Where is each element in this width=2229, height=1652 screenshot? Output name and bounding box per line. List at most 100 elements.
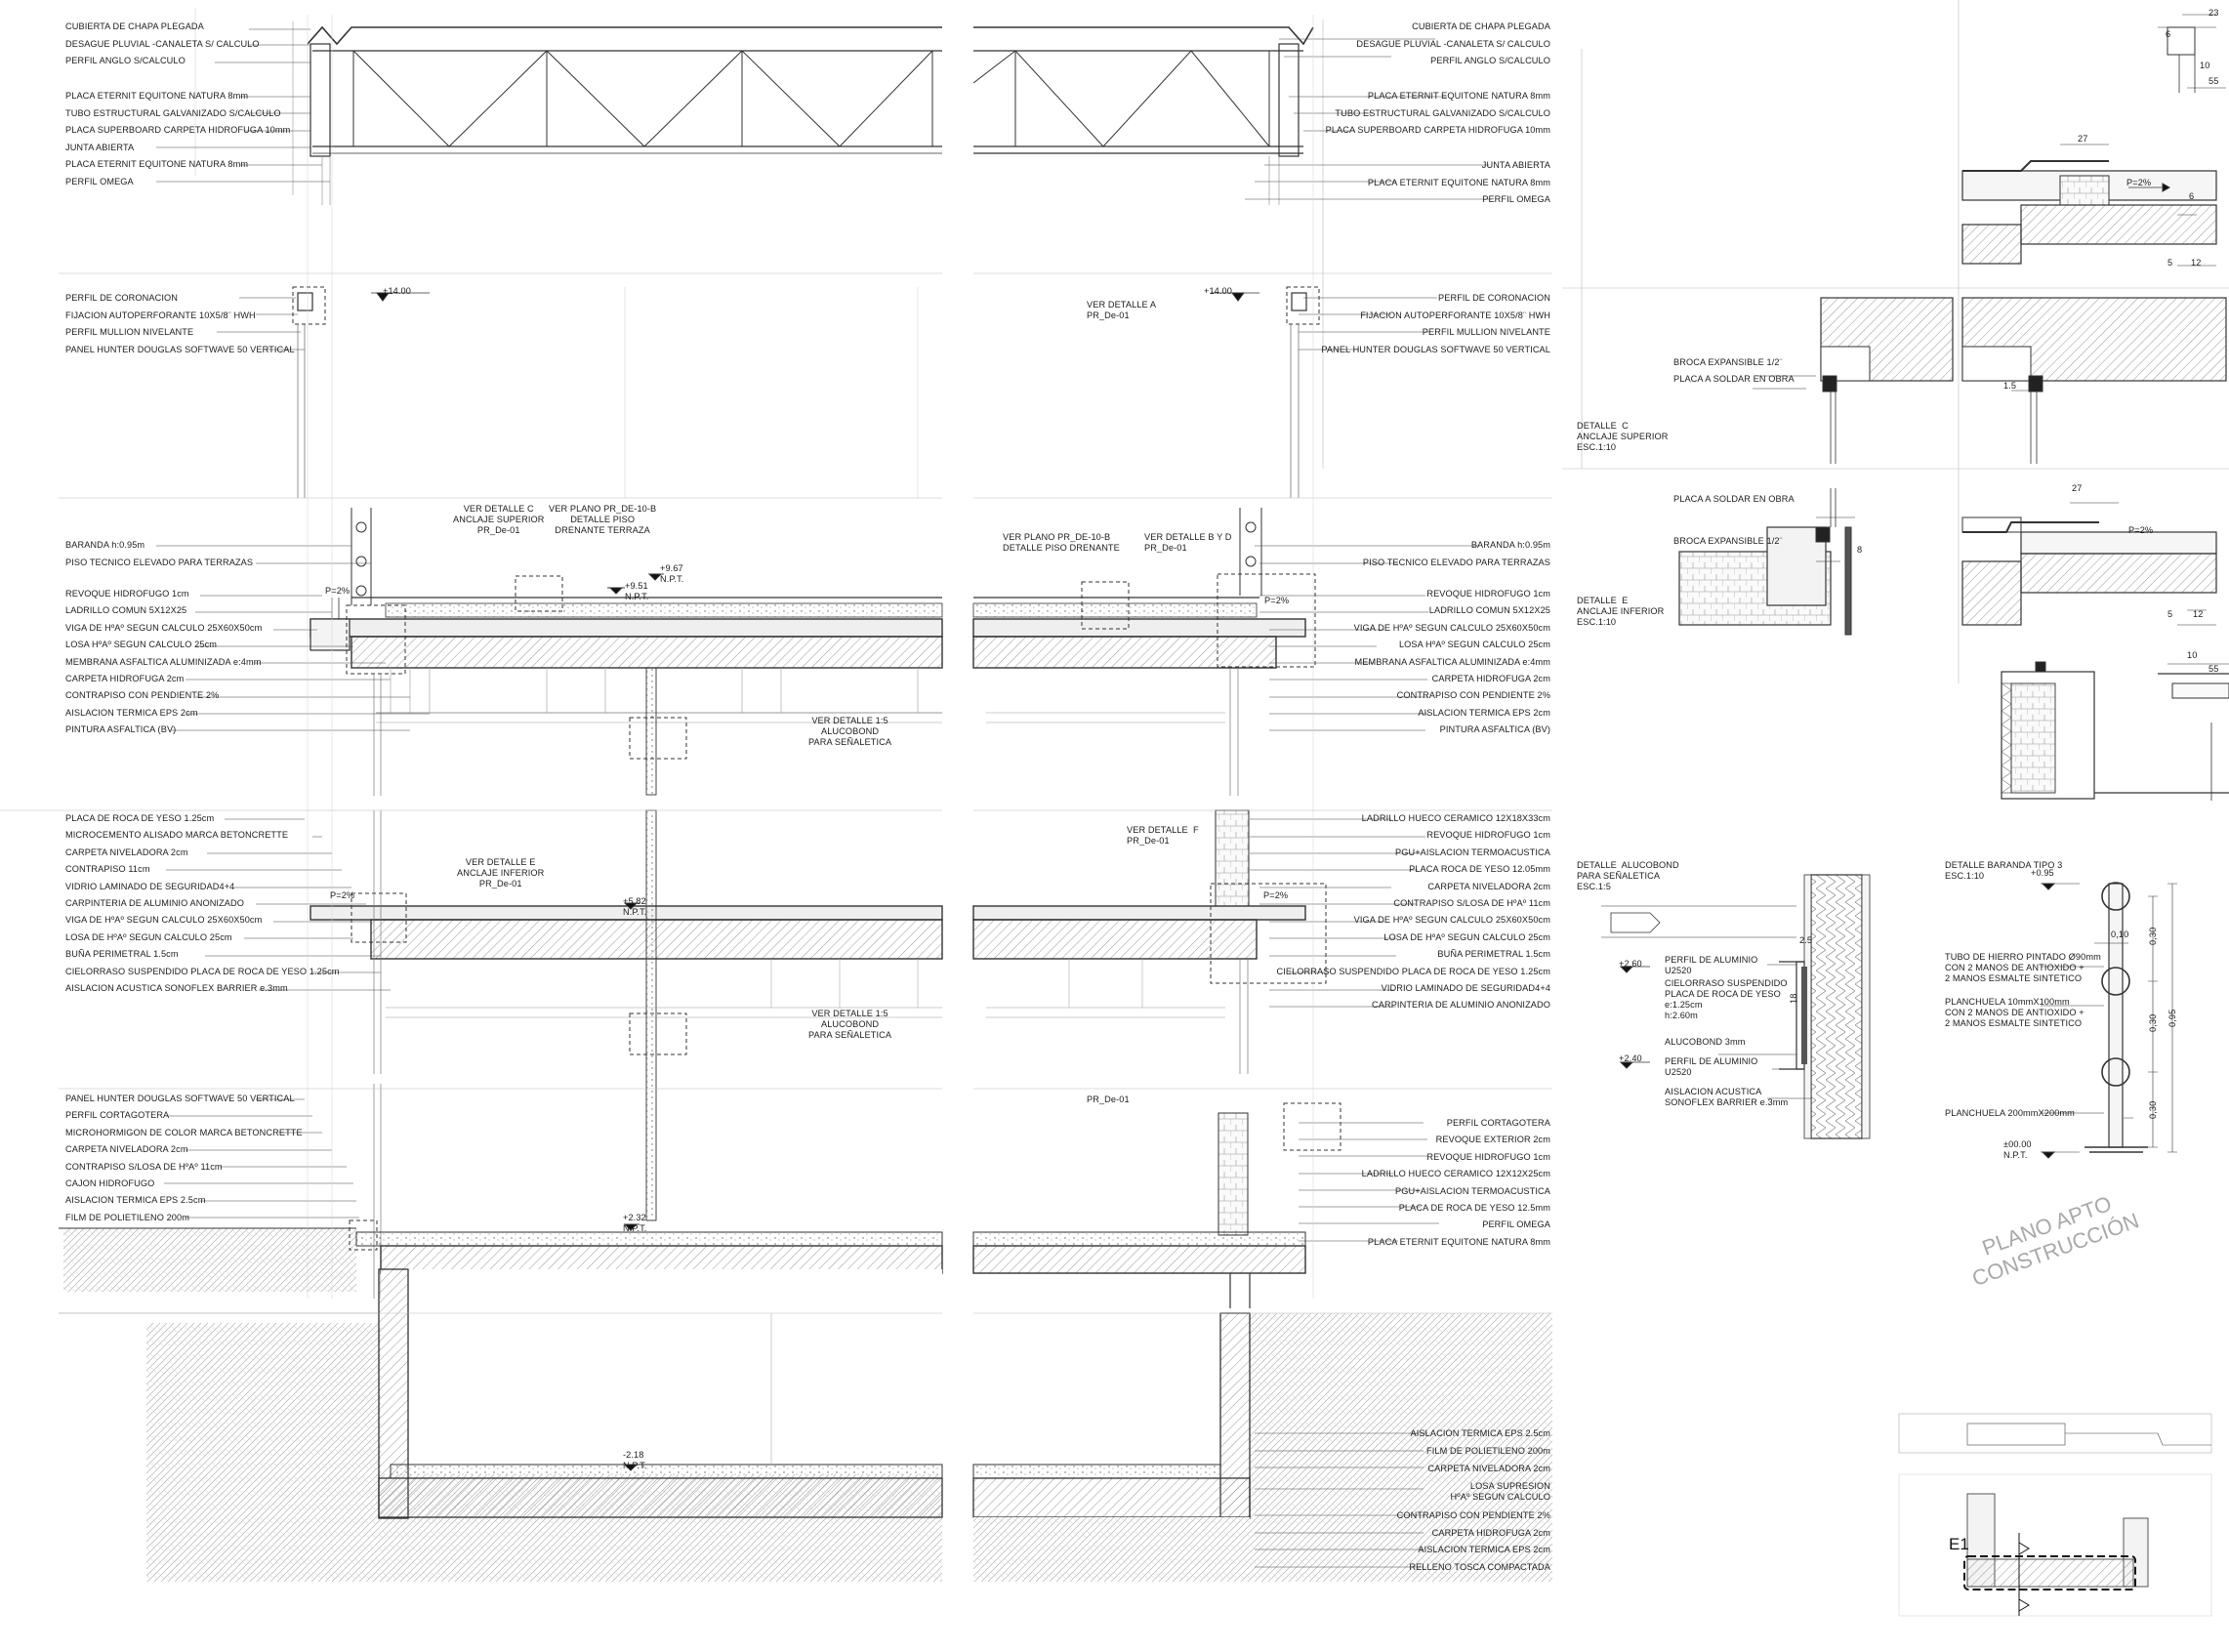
dimension: 1.5 xyxy=(2003,381,2017,391)
crown-label: PERFIL MULLION NIVELANTE xyxy=(1422,327,1550,337)
detail-title: DETALLE ALUCOBOND PARA SEÑALETICA ESC.1:… xyxy=(1577,860,1679,891)
detail-reference: VER DETALLE B Y D PR_De-01 xyxy=(1144,532,1232,553)
floor-label: VIDRIO LAMINADO DE SEGURIDAD4+4 xyxy=(65,881,235,891)
detail-e-label: BROCA EXPANSIBLE 1/2¨ xyxy=(1673,536,1783,546)
key-plan xyxy=(1898,1413,2212,1617)
dimension: 5 xyxy=(2167,609,2173,619)
base-label: CARPETA HIDROFUGA 2cm xyxy=(1431,1528,1550,1538)
crown-label: FIJACION AUTOPERFORANTE 10X5/8¨ HWH xyxy=(1360,310,1550,320)
roof-label: TUBO ESTRUCTURAL GALVANIZADO S/CALCULO xyxy=(1335,107,1550,118)
roof-label: PERFIL ANGLO S/CALCULO xyxy=(65,56,186,65)
dimension: 12 xyxy=(2193,609,2204,619)
floor-label: AISLACION ACUSTICA SONOFLEX BARRIER e.3m… xyxy=(65,983,288,993)
ground-label: PGU+AISLACION TERMOACUSTICA xyxy=(1394,1185,1550,1196)
level-mark: +9.67 N.P.T. xyxy=(660,563,684,584)
detail-reference: VER DETALLE F PR_De-01 xyxy=(1127,825,1199,846)
dimension: 0,10 xyxy=(2111,929,2129,939)
floor-label: CARPINTERIA DE ALUMINIO ANONIZADO xyxy=(1372,1000,1550,1011)
terrace-label: AISLACION TERMICA EPS 2cm xyxy=(65,707,198,718)
level-mark: ±00.00 N.P.T. xyxy=(2003,1139,2032,1160)
crown-label: FIJACION AUTOPERFORANTE 10X5/8¨ HWH xyxy=(65,310,256,320)
slope-mark: P=2% xyxy=(330,890,355,900)
dimension: 12 xyxy=(2191,258,2202,268)
baranda-label: PLANCHUELA 200mmX200mm xyxy=(1945,1108,2075,1118)
ground-label: PLACA ETERNIT EQUITONE NATURA 8mm xyxy=(1367,1236,1550,1247)
detail-c-label: BROCA EXPANSIBLE 1/2¨ xyxy=(1673,357,1783,367)
roof-label: PLACA SUPERBOARD CARPETA HIDROFUGA 10mm xyxy=(65,125,291,135)
dimension: 6 xyxy=(2189,191,2195,201)
floor-label: VIDRIO LAMINADO DE SEGURIDAD4+4 xyxy=(1381,983,1550,993)
alucobond-label: PERFIL DE ALUMINIO U2520 xyxy=(1665,955,1758,975)
crown-right xyxy=(1211,286,1320,498)
roof-label: JUNTA ABIERTA xyxy=(65,142,135,152)
terrace-label: CONTRAPISO CON PENDIENTE 2% xyxy=(1396,690,1550,701)
floor-label: CARPETA NIVELADORA 2cm xyxy=(65,847,188,857)
ground-label: CAJON HIDROFUGO xyxy=(65,1178,155,1188)
detail-title: DETALLE C ANCLAJE SUPERIOR ESC.1:10 xyxy=(1577,421,1669,452)
dimension: 0,95 xyxy=(2167,1009,2177,1027)
detail-reference: VER DETALLE E ANCLAJE INFERIOR PR_De-01 xyxy=(457,857,545,888)
ground-label: REVOQUE HIDROFUGO 1cm xyxy=(1426,1151,1550,1162)
roof-truss-left xyxy=(194,8,942,205)
dimension: 8 xyxy=(1857,545,1863,555)
mid-slab-right xyxy=(972,809,1327,1074)
detail-top-small xyxy=(2158,14,2226,93)
dimension: 0,30 xyxy=(2148,1100,2158,1119)
ground-label: MICROHORMIGON DE COLOR MARCA BETONCRETTE xyxy=(65,1127,303,1137)
roof-label: PLACA ETERNIT EQUITONE NATURA 8mm xyxy=(65,159,249,169)
crown-label: PANEL HUNTER DOUGLAS SOFTWAVE 50 VERTICA… xyxy=(1321,344,1550,354)
floor-label: LOSA DE HºAº SEGUN CALCULO 25cm xyxy=(65,931,232,942)
detail-c-label: PLACA A SOLDAR EN OBRA xyxy=(1673,374,1795,384)
basement-right xyxy=(972,1312,1552,1582)
dimension: 23 xyxy=(2208,8,2219,18)
floor-label: CONTRAPISO 11cm xyxy=(65,864,150,875)
dimension: 10 xyxy=(2200,61,2210,70)
terrace-slab-right xyxy=(972,508,1316,796)
leaders-left xyxy=(156,28,430,1218)
ground-label: CONTRAPISO S/LOSA DE HºAº 11cm xyxy=(65,1161,223,1172)
dimension: 27 xyxy=(2072,483,2083,493)
leaders-right xyxy=(1245,38,1492,1568)
detail-baranda-drawing xyxy=(2041,882,2177,1159)
floor-label: BUÑA PERIMETRAL 1.5cm xyxy=(65,949,179,960)
roof-label: PERFIL OMEGA xyxy=(1482,194,1550,204)
terrace-label: REVOQUE HIDROFUGO 1cm xyxy=(1426,589,1550,599)
detail-reference: VER PLANO PR_DE-10-B DETALLE PISO DRENAN… xyxy=(549,504,657,535)
floor-label: CIELORRASO SUSPENDIDO PLACA DE ROCA DE Y… xyxy=(1276,966,1550,976)
level-mark: +9.51 N.P.T. xyxy=(625,581,649,601)
alucobond-label: PERFIL DE ALUMINIO U2520 xyxy=(1665,1056,1758,1077)
level-mark: +2.32 N.P.T. xyxy=(623,1213,647,1233)
ground-label: PERFIL OMEGA xyxy=(1482,1219,1550,1230)
baranda-label: PLANCHUELA 10mmX100mm CON 2 MANOS DE ANT… xyxy=(1945,997,2085,1028)
base-label: CONTRAPISO CON PENDIENTE 2% xyxy=(1396,1510,1550,1520)
alucobond-label: ALUCOBOND 3mm xyxy=(1665,1037,1746,1047)
floor-label: LADRILLO HUECO CERAMICO 12X18X33cm xyxy=(1361,813,1550,823)
slope-mark: P=2% xyxy=(325,586,351,596)
terrace-label: VIGA DE HºAº SEGUN CALCULO 25X60X50cm xyxy=(1353,622,1550,633)
terrace-label: MEMBRANA ASFALTICA ALUMINIZADA e:4mm xyxy=(65,656,262,667)
terrace-label: PINTURA ASFALTICA (BV) xyxy=(65,724,177,735)
roof-label: DESAGUE PLUVIAL -CANALETA S/ CALCULO xyxy=(65,38,260,49)
terrace-label: PISO TECNICO ELEVADO PARA TERRAZAS xyxy=(1362,558,1550,567)
dimension: 55 xyxy=(2208,76,2219,86)
terrace-label: VIGA DE HºAº SEGUN CALCULO 25X60X50cm xyxy=(65,622,263,633)
crown-label: PERFIL MULLION NIVELANTE xyxy=(65,327,194,337)
terrace-label: MEMBRANA ASFALTICA ALUMINIZADA e:4mm xyxy=(1354,656,1550,667)
alucobond-label: AISLACION ACUSTICA SONOFLEX BARRIER e.3m… xyxy=(1665,1087,1789,1107)
terrace-label: BARANDA h:0.95m xyxy=(65,540,145,550)
ground-label: PLACA DE ROCA DE YESO 12.5mm xyxy=(1398,1203,1550,1213)
base-label: CARPETA NIVELADORA 2cm xyxy=(1427,1464,1550,1473)
terrace-label: CONTRAPISO CON PENDIENTE 2% xyxy=(65,690,220,701)
floor-label: BUÑA PERIMETRAL 1.5cm xyxy=(1437,949,1550,960)
roof-label: PLACA SUPERBOARD CARPETA HIDROFUGA 10mm xyxy=(1325,125,1550,135)
roof-label: PLACA ETERNIT EQUITONE NATURA 8mm xyxy=(1367,91,1550,101)
terrace-label: CARPETA HIDROFUGA 2cm xyxy=(1431,674,1550,683)
level-mark: +0.95 xyxy=(2031,868,2054,878)
key-plan-tag: E1 xyxy=(1949,1535,1969,1553)
detail-c-drawing xyxy=(1753,144,2227,464)
ground-label: PANEL HUNTER DOUGLAS SOFTWAVE 50 VERTICA… xyxy=(65,1094,295,1103)
ground-label: CARPETA NIVELADORA 2cm xyxy=(65,1144,188,1155)
level-mark: +5.82 N.P.T. xyxy=(623,896,647,917)
detail-reference: VER PLANO PR_DE-10-B DETALLE PISO DRENAN… xyxy=(1003,532,1120,553)
